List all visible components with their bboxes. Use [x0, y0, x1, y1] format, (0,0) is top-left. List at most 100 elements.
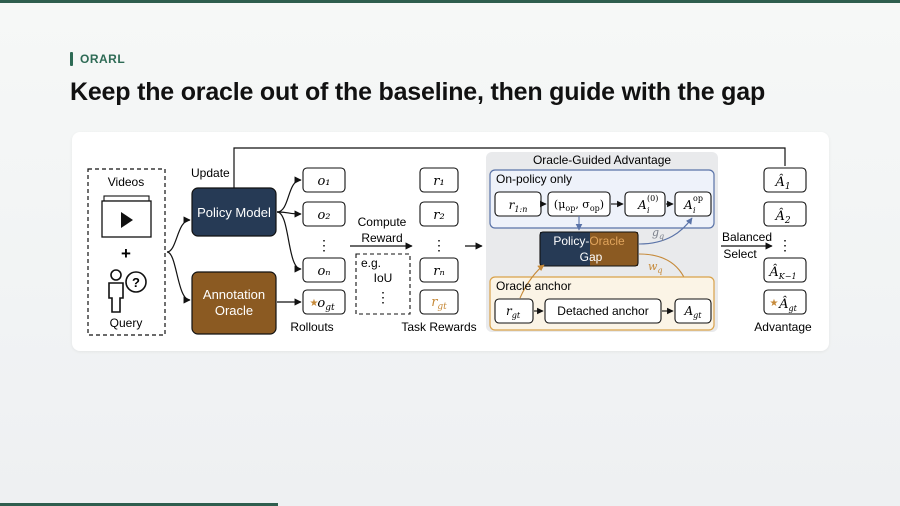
reward-rgt-sub: gt	[437, 302, 447, 312]
policy-model-label: Policy Model	[197, 205, 271, 220]
adv-k1-base: Â	[768, 264, 778, 280]
compute-reward-line2: Reward	[361, 231, 402, 245]
query-label: Query	[110, 316, 143, 330]
agt-base: A	[683, 304, 693, 318]
stats-sub1: op	[565, 204, 575, 213]
a0-sup: (0)	[647, 194, 658, 203]
rollouts-label: Rollouts	[290, 320, 333, 334]
gap-box-oracle-half	[590, 232, 638, 266]
g-sub: q	[659, 232, 664, 241]
adv-2: Â2	[774, 208, 790, 226]
agt-text: Agt	[683, 304, 702, 320]
agt-box	[674, 298, 712, 324]
task-rewards-label: Task Rewards	[401, 320, 476, 334]
adv-2-base: Â	[774, 208, 784, 224]
adv-gt-base: Â	[778, 296, 788, 312]
adv-1-sub: 1	[785, 182, 791, 192]
kicker-text: ORARL	[80, 52, 126, 66]
input-box	[87, 168, 166, 336]
diagram-card: Videos + ? Query Update Policy Model Ann…	[72, 132, 829, 351]
kicker-mark	[70, 52, 73, 66]
policy-to-o2-arrow	[276, 210, 302, 218]
rollout-box-gt	[302, 289, 346, 315]
a0-base: A	[637, 198, 647, 212]
stats-mid: , σ	[575, 198, 590, 211]
input-to-oracle-arrow	[166, 251, 191, 304]
stats-sub2: op	[590, 204, 600, 213]
stats-close: )	[600, 198, 604, 211]
gap-title: Policy-Oracle	[553, 234, 625, 248]
adv-gt-star-icon: ★	[770, 298, 779, 309]
iou-label: IoU	[374, 271, 393, 285]
policy-to-on-arrow	[276, 211, 302, 273]
gap-to-aop-arrow	[638, 217, 693, 245]
section-kicker: ORARL	[70, 52, 125, 66]
annotation-oracle-line2: Oracle	[215, 303, 253, 318]
eg-label: e.g.	[361, 256, 381, 270]
g-label: gq	[652, 226, 664, 241]
gap-policy-word: Policy-	[553, 234, 589, 248]
a0-box	[624, 191, 666, 217]
compute-reward-line1: Compute	[358, 215, 407, 229]
reward-rn: rₙ	[433, 264, 444, 279]
top-accent-bar	[0, 0, 900, 3]
r1n-base: r	[509, 198, 516, 212]
adv-2-sub: 2	[784, 216, 791, 226]
agt-sub: gt	[693, 311, 702, 320]
annotation-oracle-line1: Annotation	[203, 287, 265, 302]
slide-title: Keep the oracle out of the baseline, the…	[70, 78, 766, 106]
gap-oracle-word: Oracle	[589, 234, 625, 248]
stats-open: (μ	[554, 198, 565, 211]
select-label: Select	[723, 247, 757, 261]
adv-k1-sub: K−1	[778, 272, 797, 281]
advantage-label: Advantage	[754, 320, 812, 334]
input-to-policy-arrow	[166, 216, 191, 253]
gap-word: Gap	[580, 250, 603, 264]
adv-gt: Âgt	[778, 296, 798, 313]
reward-box-n	[419, 257, 459, 283]
policy-to-o1-arrow	[276, 176, 302, 213]
aop-text: A	[683, 198, 693, 212]
reward-r1: r₁	[433, 174, 444, 189]
g-base: g	[652, 226, 659, 239]
rollout-ogt: ogt	[317, 296, 335, 313]
balanced-label: Balanced	[722, 230, 772, 244]
rollout-box-n	[302, 257, 346, 283]
detached-anchor-label: Detached anchor	[557, 304, 648, 318]
videos-label: Videos	[108, 175, 144, 189]
adv-gt-sub: gt	[789, 304, 798, 313]
rollout-on: oₙ	[317, 264, 330, 279]
stats-text: (μop, σop)	[554, 198, 604, 213]
aop-sub: i	[693, 206, 696, 215]
update-loop-line	[233, 147, 786, 188]
rollout-o2: o₂	[317, 208, 330, 223]
pipeline-diagram: Videos + ? Query Update Policy Model Ann…	[87, 147, 812, 336]
w-sub: q	[657, 266, 662, 275]
a0-text: A	[637, 198, 647, 212]
aop-box	[674, 191, 712, 217]
aop-base: A	[683, 198, 693, 212]
reward-box-gt	[419, 289, 459, 315]
bottom-accent-bar	[0, 503, 278, 506]
on-policy-title: On-policy only	[496, 172, 572, 186]
rgt-to-gap-arrow	[519, 264, 545, 299]
oracle-anchor-title: Oracle anchor	[496, 279, 571, 293]
gt-star-icon: ★	[310, 298, 319, 309]
reward-rgt: rgt	[431, 295, 447, 312]
svg-text:?: ?	[132, 275, 140, 290]
adv-box-2	[763, 201, 807, 227]
adv-ellipsis: ⋮	[778, 237, 792, 253]
oga-title: Oracle-Guided Advantage	[533, 153, 671, 167]
reward-box-2	[419, 201, 459, 227]
rgt-text: rgt	[506, 304, 521, 320]
user-question-icon: ?	[108, 269, 147, 313]
rgt-sub: gt	[512, 311, 521, 320]
metric-ellipsis: ⋮	[376, 289, 390, 305]
w-base: w	[648, 260, 658, 273]
r1n-text: r1:n	[509, 198, 528, 214]
rollout-ogt-sub: gt	[325, 303, 335, 313]
aop-sup: op	[693, 194, 703, 203]
a0-sub: i	[647, 206, 650, 215]
reward-r2: r₂	[433, 208, 444, 223]
r1n-sub: 1:n	[514, 205, 527, 214]
